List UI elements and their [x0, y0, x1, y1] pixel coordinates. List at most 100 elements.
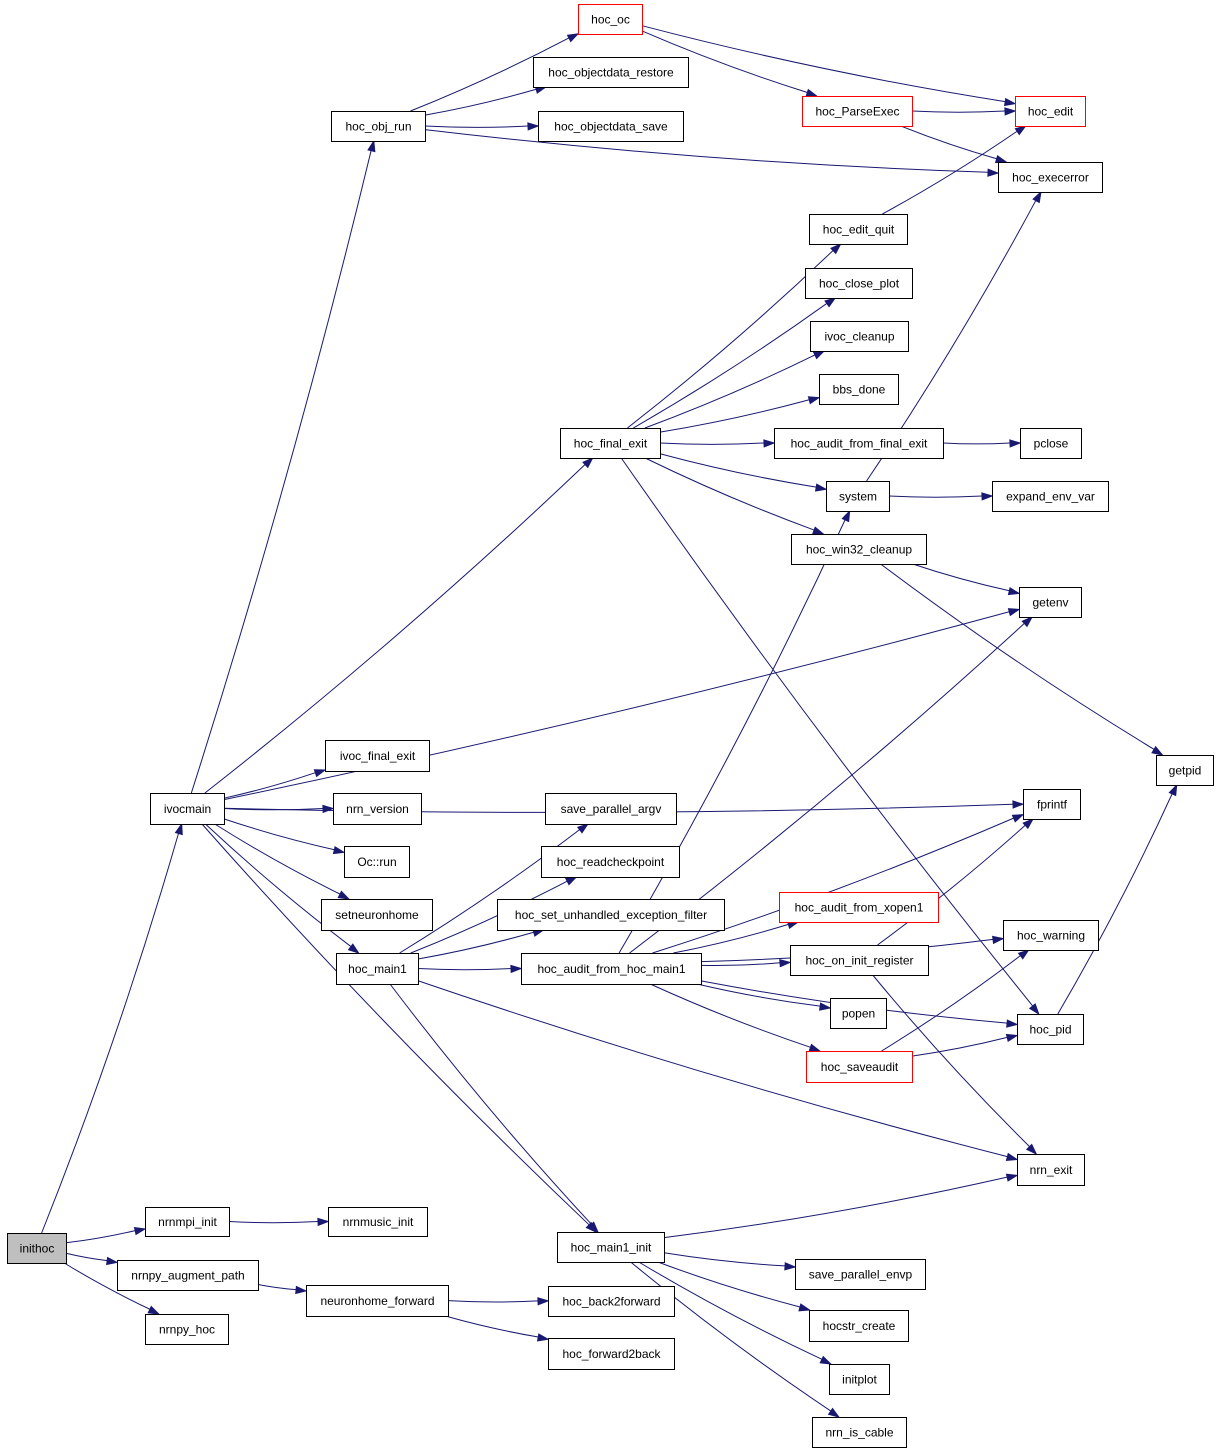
arrowhead-icon: [1021, 615, 1034, 628]
node-nrn-is-cable[interactable]: nrn_is_cable: [812, 1417, 907, 1448]
node-nrnmpi-init[interactable]: nrnmpi_init: [145, 1207, 230, 1237]
call-edge-neuronhome_forward-to-hoc_back2forward: [447, 1297, 550, 1306]
node-ivoc-final-exit[interactable]: ivoc_final_exit: [325, 740, 430, 772]
edge-line: [424, 88, 537, 116]
node-hoc-back2forward[interactable]: hoc_back2forward: [548, 1286, 675, 1317]
node-initplot[interactable]: initplot: [829, 1364, 890, 1395]
call-edge-hoc_main1_init-to-nrn_exit: [663, 1173, 1019, 1239]
node-hoc-forward2back[interactable]: hoc_forward2back: [548, 1338, 675, 1370]
edge-line: [190, 150, 372, 794]
node-hoc-audit-from-final-exit[interactable]: hoc_audit_from_final_exit: [774, 428, 944, 459]
node-hoc-warning[interactable]: hoc_warning: [1003, 920, 1099, 951]
node-hoc-saveaudit[interactable]: hoc_saveaudit: [806, 1051, 913, 1083]
edge-line: [877, 824, 1026, 946]
node-hoc-execerror[interactable]: hoc_execerror: [998, 162, 1103, 193]
node-system[interactable]: system: [826, 481, 890, 512]
edge-line: [257, 1283, 297, 1291]
edge-line: [417, 980, 1008, 1158]
node-hocstr-create[interactable]: hocstr_create: [809, 1310, 909, 1342]
node-hoc-ParseExec[interactable]: hoc_ParseExec: [802, 96, 913, 127]
node-save-parallel-argv[interactable]: save_parallel_argv: [545, 793, 677, 825]
edge-line: [650, 983, 811, 1048]
call-edge-hoc_audit_from_hoc_main1-to-system: [618, 509, 851, 954]
node-nrnpy-augment-path[interactable]: nrnpy_augment_path: [117, 1260, 259, 1291]
arrowhead-icon: [827, 1407, 841, 1418]
call-edge-hoc_audit_from_hoc_main1-to-hoc_on_init_register: [700, 958, 792, 968]
call-edge-inithoc-to-ivocmain: [41, 822, 183, 1234]
call-edge-hoc_main1-to-hoc_main1_init: [389, 983, 599, 1234]
node-box: [541, 846, 680, 878]
node-label: hoc_oc: [591, 13, 630, 27]
arrowhead-icon: [147, 1305, 161, 1315]
call-edge-hoc_audit_from_hoc_main1-to-hoc_saveaudit: [650, 983, 822, 1052]
arrowhead-icon: [784, 1262, 797, 1271]
node-label: hoc_objectdata_save: [554, 120, 668, 134]
edge-line: [657, 1261, 801, 1308]
node-box: [548, 1338, 675, 1370]
call-edge-hoc_final_exit-to-bbs_done: [659, 396, 821, 433]
node-fprintf[interactable]: fprintf: [1023, 789, 1081, 820]
arrowhead-icon: [824, 297, 837, 308]
node-label: nrn_is_cable: [825, 1426, 893, 1440]
node-expand-env-var[interactable]: expand_env_var: [992, 481, 1109, 512]
node-ivocmain[interactable]: ivocmain: [150, 793, 225, 825]
node-getenv[interactable]: getenv: [1019, 587, 1082, 618]
arrowhead-icon: [812, 526, 825, 535]
node-hoc-close-plot[interactable]: hoc_close_plot: [805, 268, 913, 299]
node-label: hoc_execerror: [1012, 171, 1089, 185]
arrowhead-icon: [536, 1333, 550, 1342]
node-hoc-pid[interactable]: hoc_pid: [1017, 1014, 1084, 1045]
arrowhead-icon: [587, 1221, 599, 1234]
call-edge-hoc_main1-to-save_parallel_argv: [399, 823, 590, 954]
node-hoc-final-exit[interactable]: hoc_final_exit: [560, 428, 661, 459]
node-hoc-main1-init[interactable]: hoc_main1_init: [557, 1232, 665, 1263]
call-edge-hoc_on_init_register-to-fprintf: [877, 817, 1035, 946]
node-label: hocstr_create: [823, 1319, 896, 1333]
node-hoc-objectdata-restore[interactable]: hoc_objectdata_restore: [533, 57, 689, 88]
node-nrn-exit[interactable]: nrn_exit: [1017, 1154, 1085, 1186]
node-setneuronhome[interactable]: setneuronhome: [321, 899, 433, 931]
node-popen[interactable]: popen: [830, 998, 887, 1029]
node-neuronhome-forward[interactable]: neuronhome_forward: [306, 1285, 449, 1317]
call-edge-hoc_pid-to-getpid: [1057, 783, 1178, 1015]
edge-line: [673, 923, 789, 954]
node-hoc-audit-from-xopen1[interactable]: hoc_audit_from_xopen1: [779, 892, 939, 923]
node-hoc-win32-cleanup[interactable]: hoc_win32_cleanup: [791, 534, 927, 565]
call-edge-hoc_ParseExec-to-hoc_edit: [911, 107, 1017, 116]
node-pclose[interactable]: pclose: [1020, 428, 1082, 459]
node-box: [810, 321, 909, 352]
node-box: [306, 1285, 449, 1317]
node-label: initplot: [842, 1373, 877, 1387]
node-box: [791, 534, 927, 565]
node-hoc-oc[interactable]: hoc_oc: [578, 4, 643, 35]
node-nrnpy-hoc[interactable]: nrnpy_hoc: [145, 1314, 229, 1345]
node-hoc-on-init-register[interactable]: hoc_on_init_register: [790, 945, 929, 976]
call-edge-hoc_obj_run-to-hoc_execerror: [424, 129, 1000, 177]
node-inithoc[interactable]: inithoc: [7, 1233, 67, 1264]
node-hoc-set-unhandled-exception-filter[interactable]: hoc_set_unhandled_exception_filter: [497, 899, 725, 931]
edge-line: [911, 110, 1006, 113]
node-hoc-obj-run[interactable]: hoc_obj_run: [331, 111, 426, 142]
call-edge-ivocmain-to-hoc_main1_init: [201, 823, 598, 1234]
node-oc-run[interactable]: Oc::run: [344, 846, 410, 878]
arrowhead-icon: [1006, 1019, 1019, 1028]
node-hoc-main1[interactable]: hoc_main1: [336, 953, 419, 985]
node-getpid[interactable]: getpid: [1156, 755, 1214, 786]
node-box: [806, 1051, 913, 1083]
node-label: pclose: [1034, 437, 1069, 451]
node-hoc-audit-from-hoc-main1[interactable]: hoc_audit_from_hoc_main1: [521, 953, 702, 985]
arrowhead-icon: [1011, 814, 1025, 823]
node-box: [344, 846, 410, 878]
node-box: [521, 953, 702, 985]
arrowhead-icon: [337, 890, 351, 900]
node-hoc-edit[interactable]: hoc_edit: [1015, 96, 1086, 127]
node-nrn-version[interactable]: nrn_version: [333, 793, 422, 825]
node-bbs-done[interactable]: bbs_done: [819, 374, 899, 405]
node-nrnmusic-init[interactable]: nrnmusic_init: [328, 1207, 428, 1237]
node-hoc-readcheckpoint[interactable]: hoc_readcheckpoint: [541, 846, 680, 878]
node-hoc-edit-quit[interactable]: hoc_edit_quit: [809, 214, 908, 245]
node-label: bbs_done: [833, 383, 886, 397]
node-hoc-objectdata-save[interactable]: hoc_objectdata_save: [538, 111, 684, 142]
node-save-parallel-envp[interactable]: save_parallel_envp: [795, 1259, 926, 1290]
node-ivoc-cleanup[interactable]: ivoc_cleanup: [810, 321, 909, 352]
